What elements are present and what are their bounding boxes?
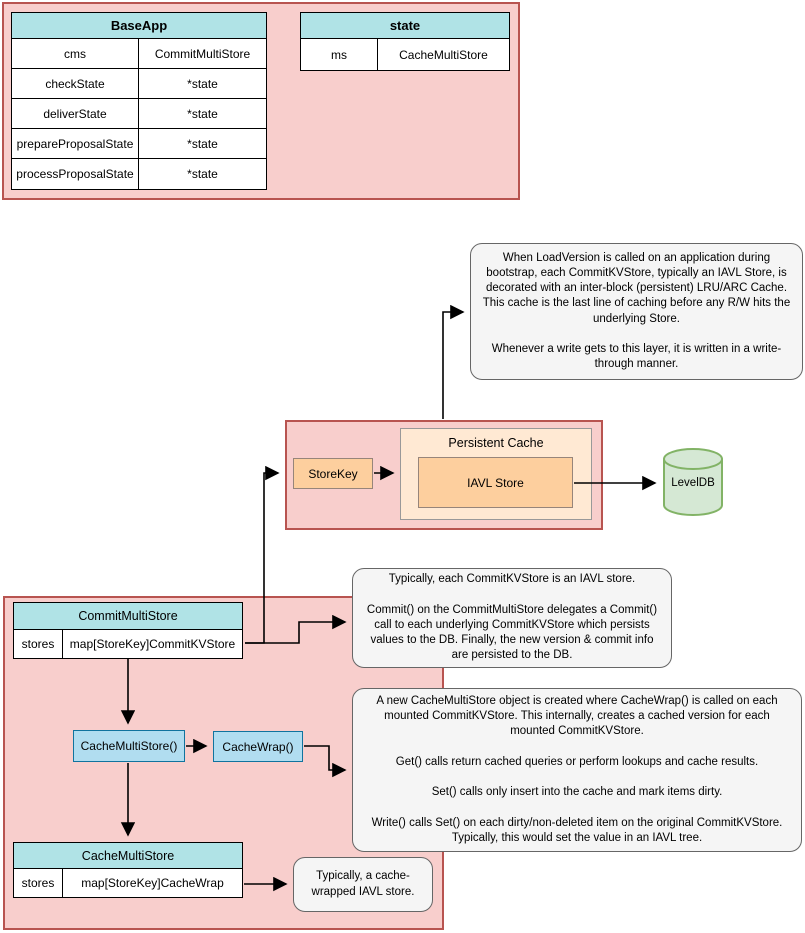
baseapp-field-type: CommitMultiStore <box>154 46 251 61</box>
table-row: deliverState *state <box>12 99 266 129</box>
table-row: cms CommitMultiStore <box>12 39 266 69</box>
commit-multi-store-field-name: stores <box>14 630 63 658</box>
table-row: stores map[StoreKey]CacheWrap <box>14 869 242 897</box>
cache-wrap-fn-node: CacheWrap() <box>213 731 303 762</box>
note-commit-delegates: Typically, each CommitKVStore is an IAVL… <box>352 568 672 668</box>
leveldb-label: LevelDB <box>671 477 715 489</box>
cache-multi-store-field-type: map[StoreKey]CacheWrap <box>81 876 224 890</box>
state-table-title: state <box>301 13 509 39</box>
cache-multi-store-fn-node: CacheMultiStore() <box>73 730 185 762</box>
baseapp-field-name: prepareProposalState <box>12 129 139 158</box>
table-row: processProposalState *state <box>12 159 266 189</box>
baseapp-field-type: *state <box>187 76 218 91</box>
arrow-cache-to-note <box>442 304 465 419</box>
note-cache-wrap-behavior: A new CacheMultiStore object is created … <box>352 688 802 852</box>
baseapp-field-name: processProposalState <box>12 159 139 189</box>
note-cache-wrapped: Typically, a cache-wrapped IAVL store. <box>293 857 433 912</box>
baseapp-field-name: deliverState <box>12 99 139 128</box>
table-row: stores map[StoreKey]CommitKVStore <box>14 630 242 658</box>
baseapp-field-name: checkState <box>12 69 139 98</box>
commit-multi-store-title: CommitMultiStore <box>14 603 242 630</box>
iavl-store-node: IAVL Store <box>418 457 573 508</box>
leveldb-cylinder-icon <box>663 448 723 516</box>
baseapp-field-type: *state <box>187 167 218 181</box>
state-field-name: ms <box>301 39 378 70</box>
persistent-cache-label: Persistent Cache <box>448 436 544 450</box>
cache-multi-store-table: CacheMultiStore stores map[StoreKey]Cach… <box>13 842 243 898</box>
baseapp-field-type: *state <box>187 106 218 121</box>
baseapp-table-title: BaseApp <box>12 13 266 39</box>
note-load-version: When LoadVersion is called on an applica… <box>470 243 803 380</box>
baseapp-field-type: *state <box>187 136 218 151</box>
baseapp-table: BaseApp cms CommitMultiStore checkState … <box>11 12 267 190</box>
baseapp-field-name: cms <box>12 39 139 68</box>
table-row: prepareProposalState *state <box>12 129 266 159</box>
table-row: ms CacheMultiStore <box>301 39 509 70</box>
cache-multi-store-field-name: stores <box>14 869 63 897</box>
state-field-type: CacheMultiStore <box>399 47 488 62</box>
storekey-node: StoreKey <box>293 458 373 489</box>
state-table: state ms CacheMultiStore <box>300 12 510 71</box>
cache-multi-store-title: CacheMultiStore <box>14 843 242 869</box>
commit-multi-store-field-type: map[StoreKey]CommitKVStore <box>69 637 236 651</box>
commit-multi-store-table: CommitMultiStore stores map[StoreKey]Com… <box>13 602 243 659</box>
table-row: checkState *state <box>12 69 266 99</box>
